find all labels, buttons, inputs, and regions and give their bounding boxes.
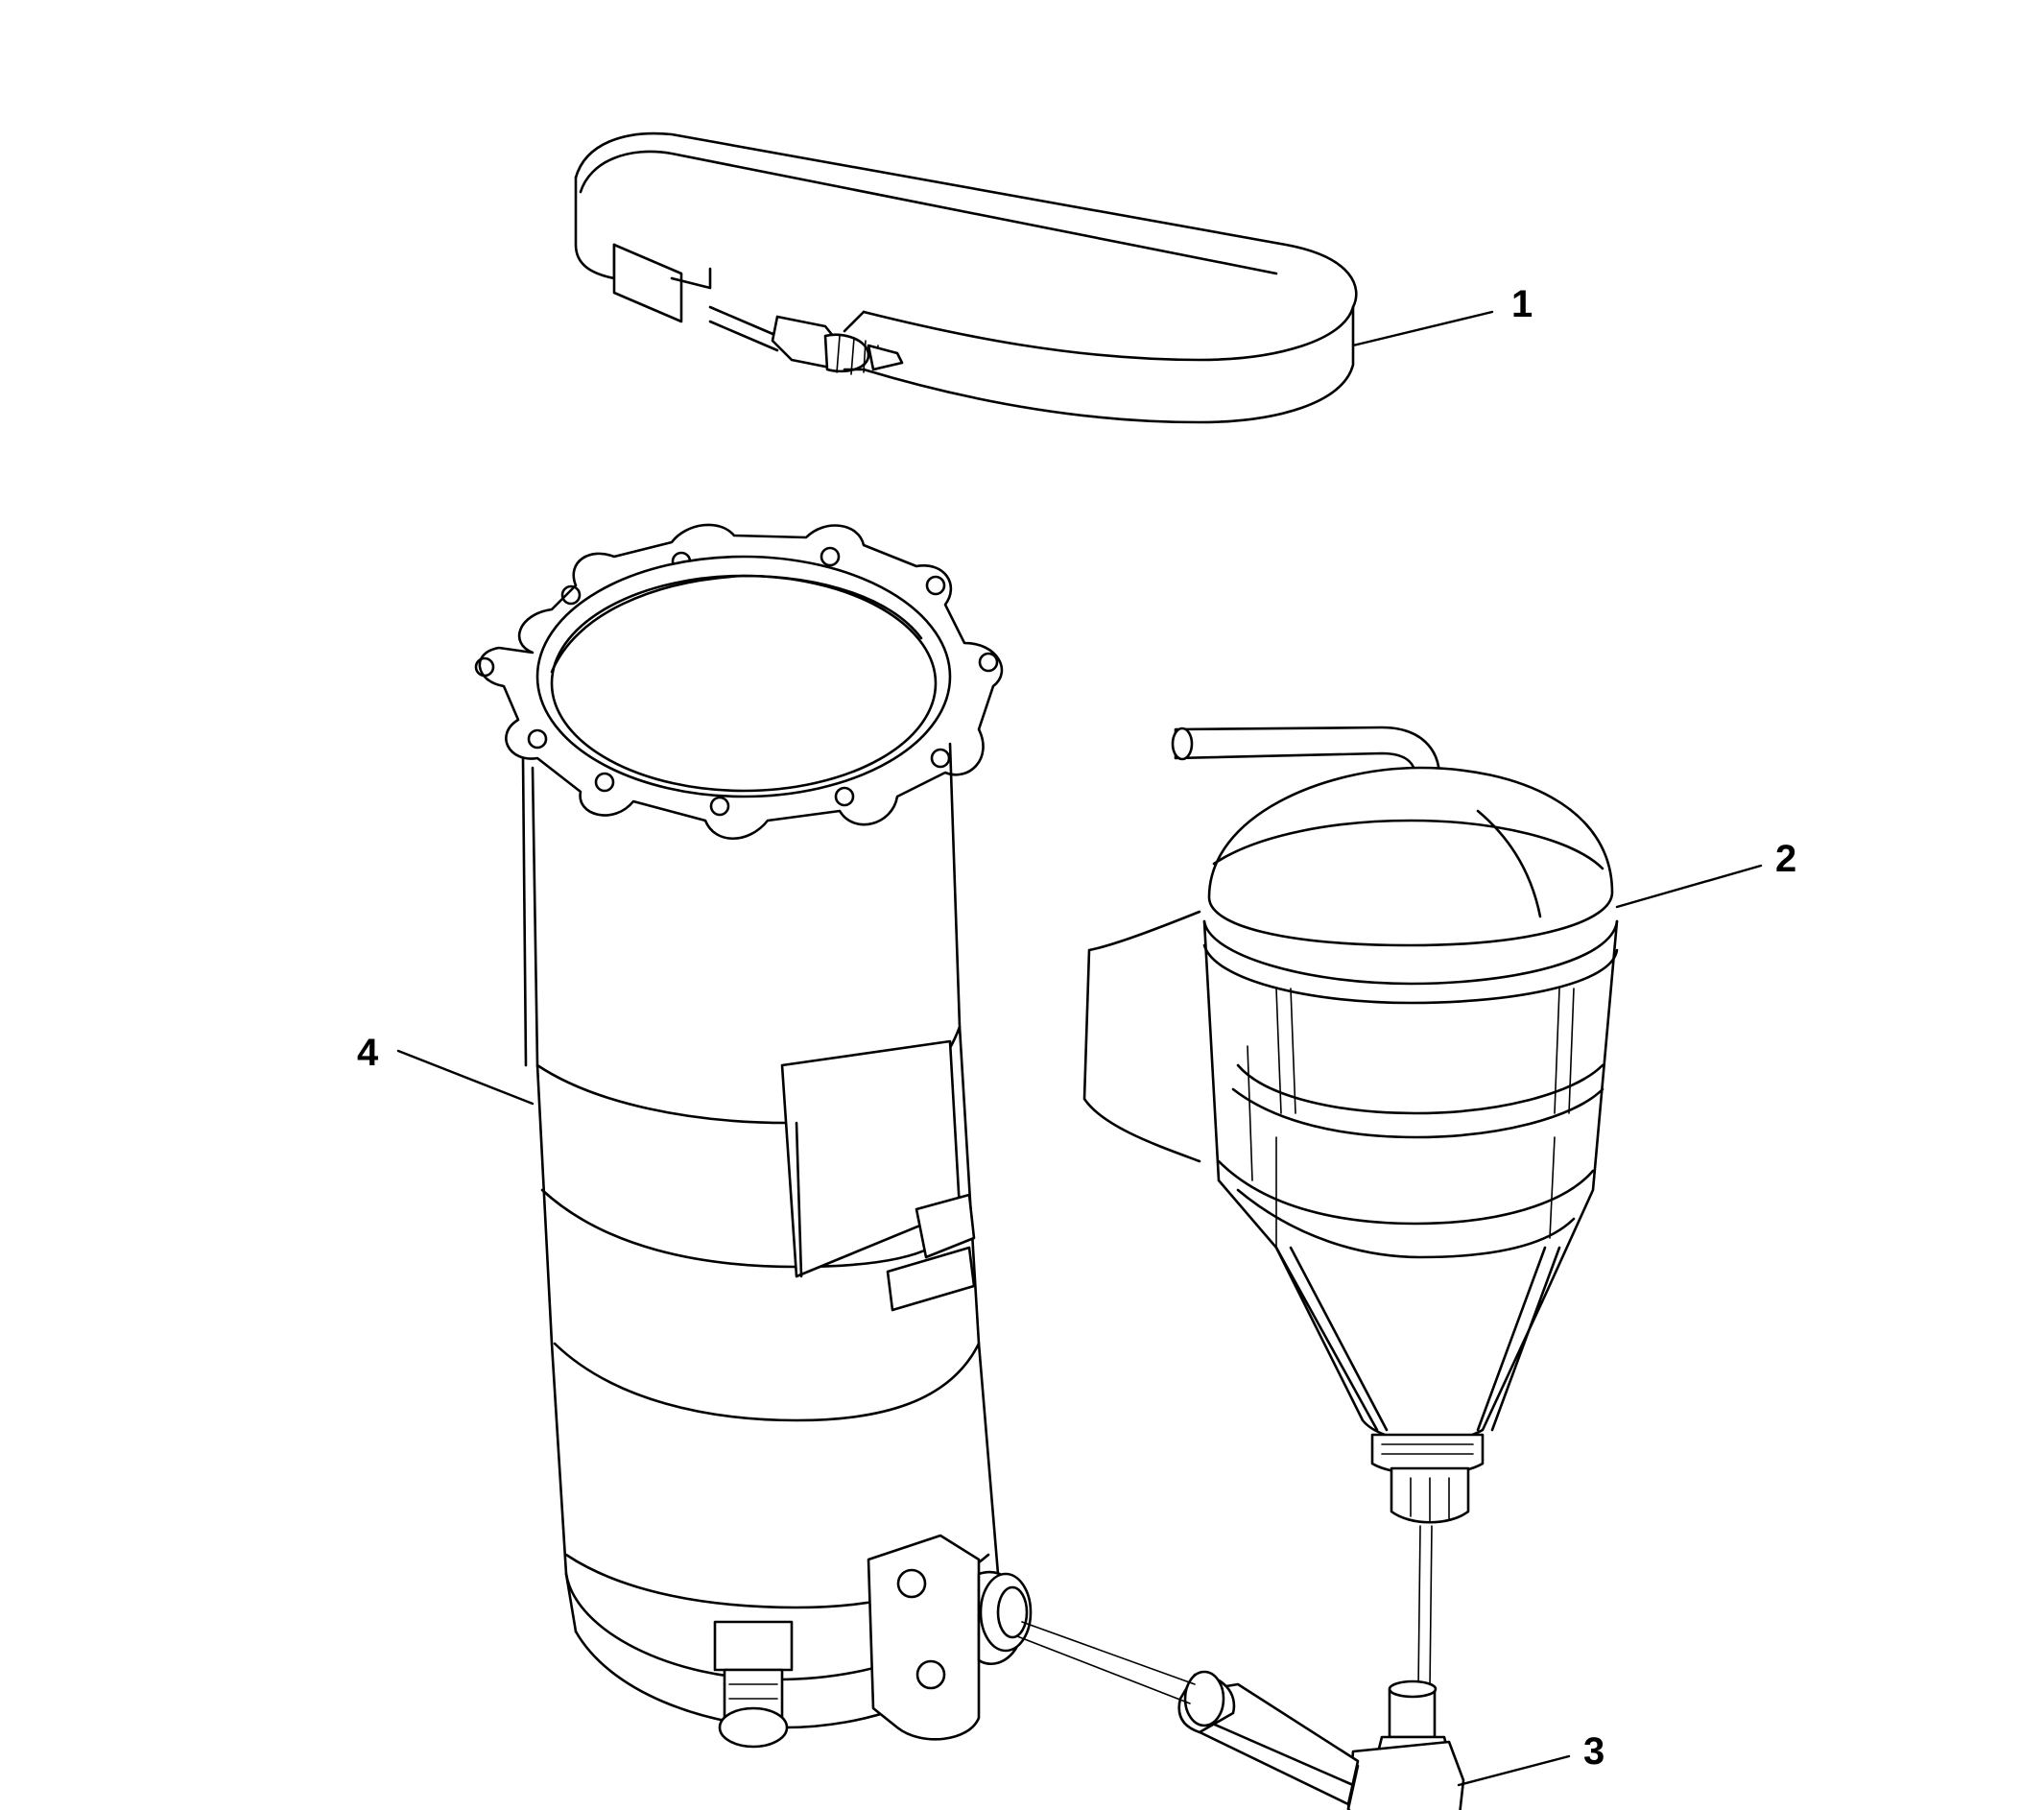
elbow-connector [1016, 1525, 1465, 1810]
leader-line-4 [396, 1049, 535, 1106]
leader-line-2 [1615, 864, 1763, 909]
callout-2: 2 [1775, 838, 1796, 880]
canister [474, 523, 1033, 1749]
leader-line-1 [1351, 310, 1494, 347]
leader-line-3 [1457, 1754, 1571, 1787]
callout-1: 1 [1511, 283, 1533, 325]
callout-4: 4 [357, 1032, 379, 1074]
callout-3: 3 [1583, 1730, 1604, 1773]
strap-clamp [574, 131, 1358, 424]
leader-lines [396, 310, 1763, 1787]
filter-separator [1082, 726, 1619, 1524]
